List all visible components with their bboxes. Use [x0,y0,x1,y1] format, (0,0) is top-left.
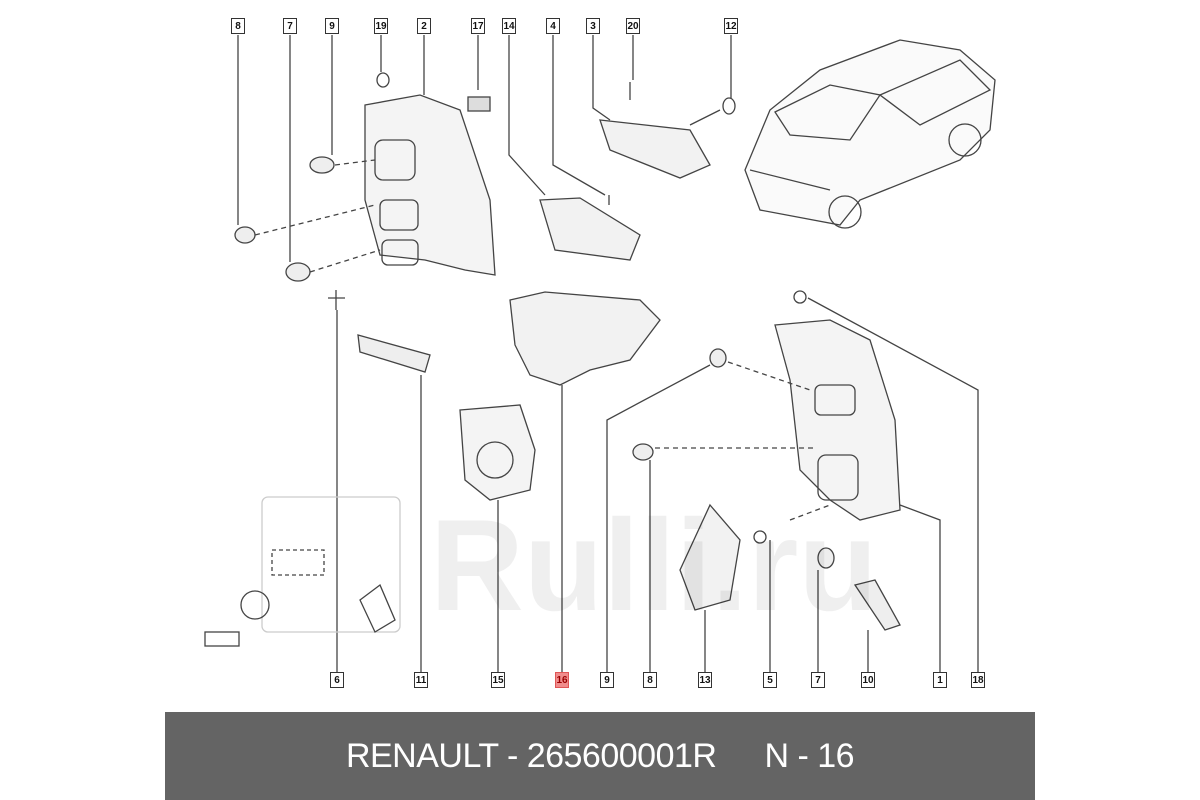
watermark: Rulli.ru [430,492,878,638]
callout-10[interactable]: 10 [861,672,875,688]
parts-diagram [204,35,996,672]
callout-16[interactable]: 16 [555,672,569,688]
car-illustration [744,39,996,229]
callout-1[interactable]: 1 [933,672,947,688]
callout-11[interactable]: 11 [414,672,428,688]
callout-7[interactable]: 7 [283,18,297,34]
callout-18[interactable]: 18 [971,672,985,688]
callout-2[interactable]: 2 [417,18,431,34]
callout-13[interactable]: 13 [698,672,712,688]
callout-8[interactable]: 8 [643,672,657,688]
callout-3[interactable]: 3 [586,18,600,34]
callout-19[interactable]: 19 [374,18,388,34]
callout-5[interactable]: 5 [763,672,777,688]
callout-15[interactable]: 15 [491,672,505,688]
footer-bar: RENAULT - 265600001R N - 16 [165,712,1035,800]
callout-6[interactable]: 6 [330,672,344,688]
callout-9[interactable]: 9 [325,18,339,34]
position-label: N - 16 [764,736,855,775]
callout-9[interactable]: 9 [600,672,614,688]
part-number-label: RENAULT - 265600001R [345,736,717,775]
callout-8[interactable]: 8 [231,18,245,34]
callout-4[interactable]: 4 [546,18,560,34]
callout-14[interactable]: 14 [502,18,516,34]
callout-17[interactable]: 17 [471,18,485,34]
callout-7[interactable]: 7 [811,672,825,688]
callout-20[interactable]: 20 [626,18,640,34]
callout-12[interactable]: 12 [724,18,738,34]
